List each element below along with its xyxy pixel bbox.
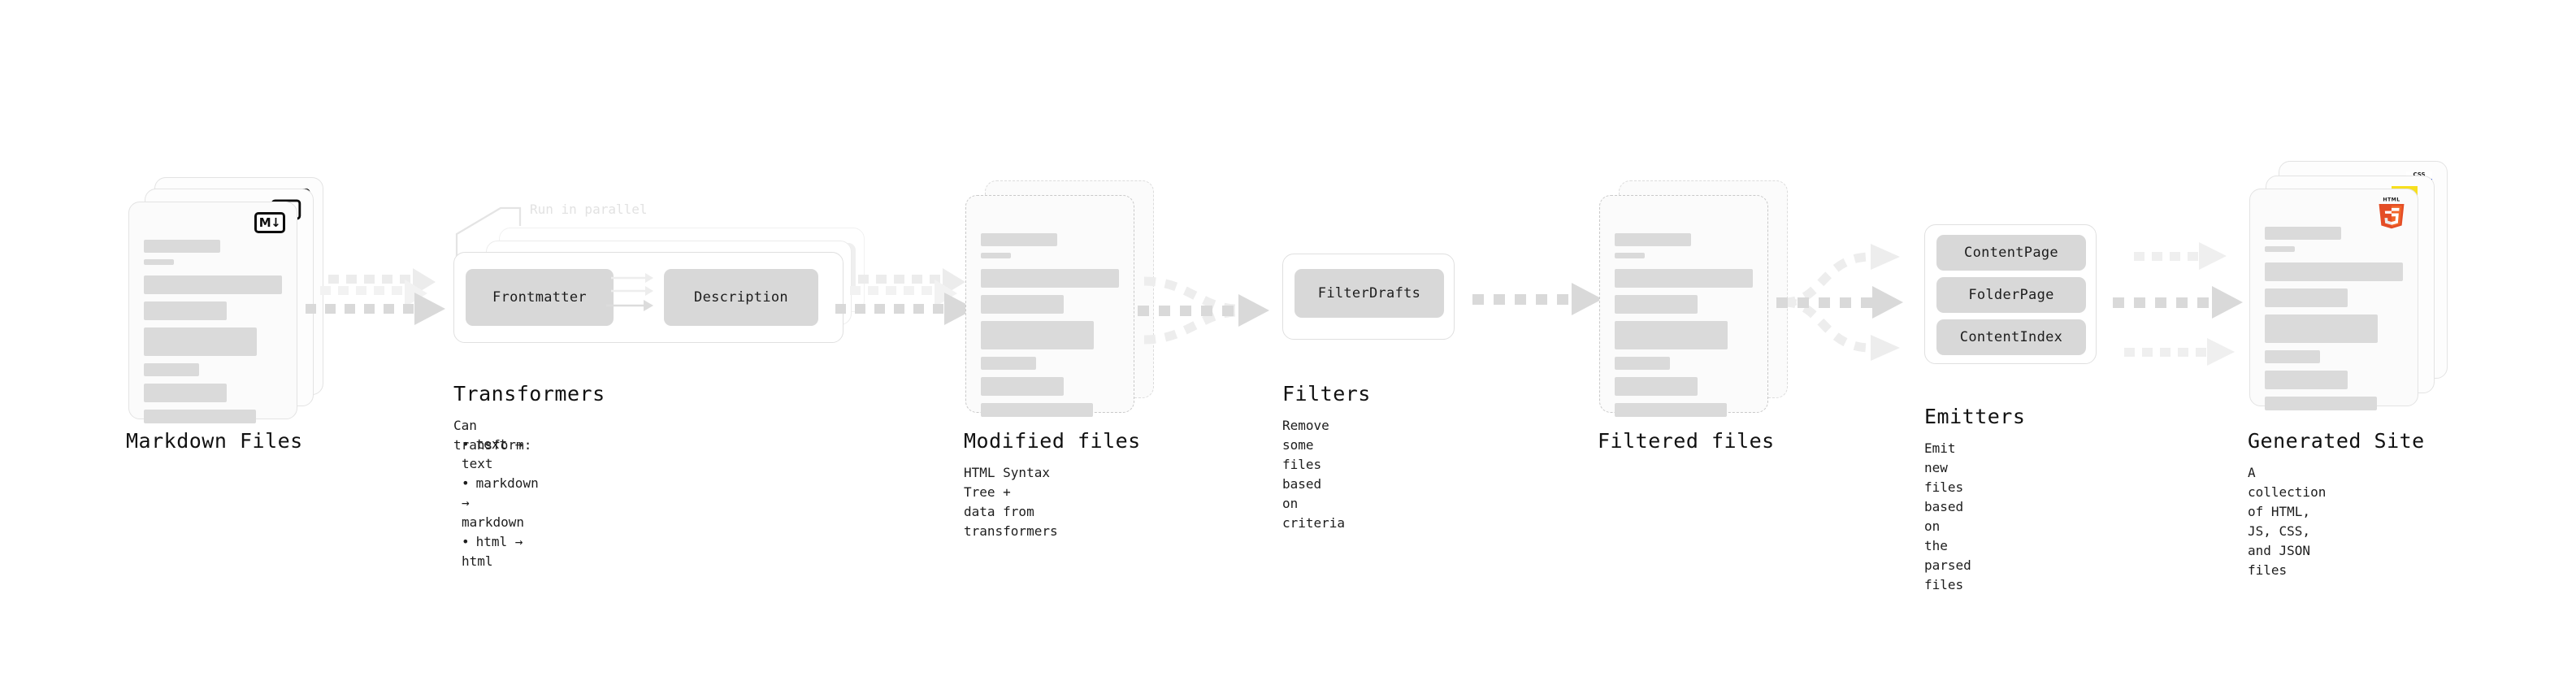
- emitter-chip-contentindex[interactable]: ContentIndex: [1936, 319, 2086, 355]
- stage-title-filters: Filters: [1282, 382, 1371, 406]
- list-item: markdown → markdown: [462, 474, 539, 532]
- transformer-internal-arrows: [606, 273, 653, 311]
- svg-text:HTML: HTML: [2383, 197, 2400, 203]
- parallel-bracket-icon: [455, 206, 522, 260]
- parallel-annotation: Run in parallel: [530, 202, 648, 217]
- stage-title-emitters: Emitters: [1924, 405, 2026, 428]
- emitter-chip-folderpage[interactable]: FolderPage: [1936, 277, 2086, 313]
- transformers-capability-list: text → text markdown → markdown html → h…: [453, 435, 539, 571]
- transformer-chip-description[interactable]: Description: [664, 269, 818, 326]
- list-item: html → html: [462, 532, 539, 571]
- html5-icon: HTML: [2379, 197, 2405, 229]
- modified-files-subtitle: HTML Syntax Tree + data from transformer…: [964, 465, 1058, 539]
- card-content: [2265, 227, 2403, 410]
- arrow-emitters-to-site: [2113, 242, 2243, 366]
- card-content: [1615, 233, 1753, 417]
- arrow-filters-to-filtered: [1472, 283, 1602, 315]
- card-content: [144, 240, 282, 423]
- arrow-modified-to-filters: [1138, 276, 1269, 345]
- stage-title-filtered-files: Filtered files: [1598, 429, 1775, 453]
- markdown-card-front: M↓: [128, 202, 297, 423]
- list-item: text → text: [462, 435, 539, 474]
- filters-panel: FilterDrafts: [1282, 254, 1455, 340]
- transformer-panel-front: Frontmatter Description: [453, 252, 843, 343]
- markdown-icon: M↓: [254, 212, 285, 233]
- generated-site-subtitle: A collection of HTML, JS, CSS, and JSON …: [2248, 465, 2327, 578]
- arrow-md-to-transformers: [306, 268, 445, 325]
- stage-title-generated-site: Generated Site: [2248, 429, 2425, 453]
- arrow-transformers-to-modified: [835, 268, 975, 325]
- filtered-card-front: [1599, 195, 1768, 417]
- modified-card-front: [965, 195, 1134, 417]
- stage-title-transformers: Transformers: [453, 382, 605, 406]
- emitter-chip-contentpage[interactable]: ContentPage: [1936, 235, 2086, 271]
- card-content: [981, 233, 1119, 417]
- emitters-subtitle: Emit new files based on the parsed files: [1924, 440, 1971, 592]
- filters-subtitle: Remove some files based on criteria: [1282, 418, 1346, 531]
- stage-title-markdown-files: Markdown Files: [126, 429, 303, 453]
- site-card-front: HTML: [2249, 189, 2418, 410]
- filter-chip-filterdrafts[interactable]: FilterDrafts: [1295, 269, 1444, 318]
- arrow-filtered-to-emitters: [1776, 244, 1903, 361]
- transformer-chip-frontmatter[interactable]: Frontmatter: [466, 269, 614, 326]
- stage-title-modified-files: Modified files: [964, 429, 1141, 453]
- emitters-panel: ContentPage FolderPage ContentIndex: [1924, 224, 2097, 364]
